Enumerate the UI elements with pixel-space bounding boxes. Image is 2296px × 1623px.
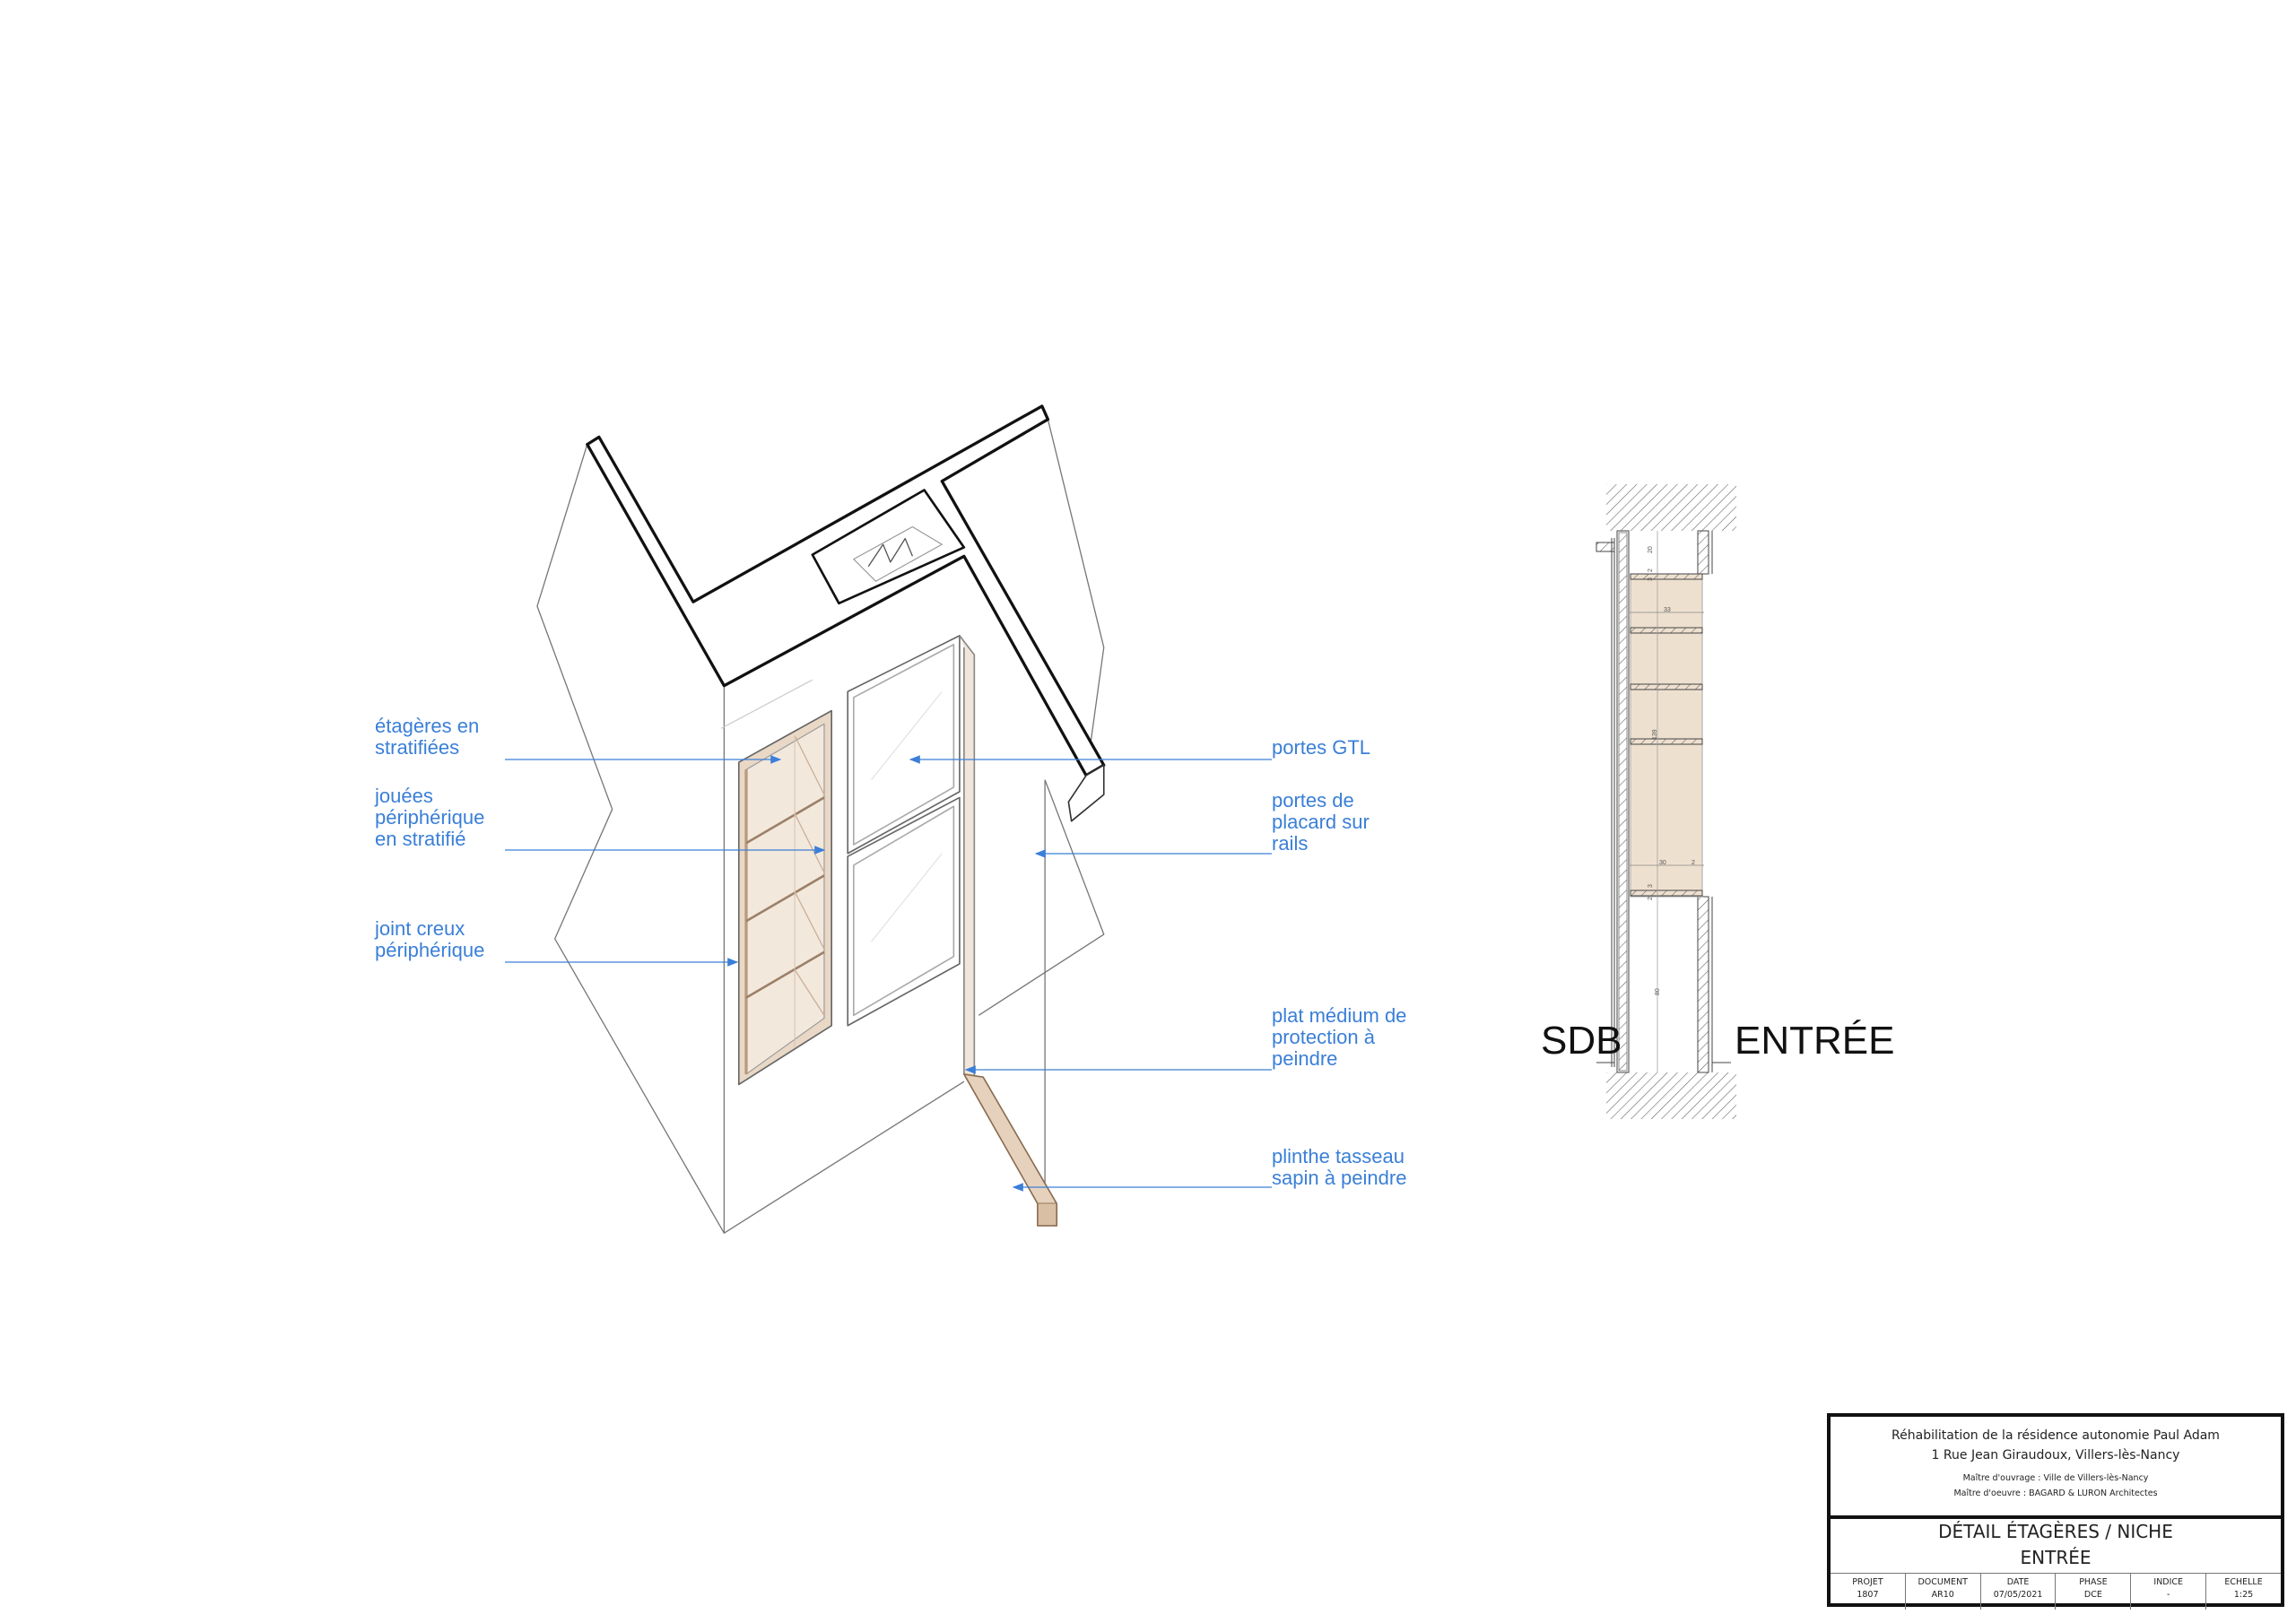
dim: 3 bbox=[1648, 577, 1654, 581]
field-label: DATE bbox=[2006, 1577, 2030, 1587]
annotation-shelves: étagères en stratifiées bbox=[375, 715, 480, 759]
annotation-mdf-protection: plat médium de protection à peindre bbox=[1272, 1004, 1407, 1070]
dim: 30 bbox=[1659, 860, 1666, 866]
field-label: PROJET bbox=[1852, 1577, 1883, 1587]
field-label: ECHELLE bbox=[2224, 1577, 2263, 1587]
dim: 2 bbox=[1648, 897, 1654, 900]
field-value: DCE bbox=[2083, 1590, 2102, 1600]
leader-lines bbox=[505, 755, 1272, 1192]
annotation-side-panels: jouées périphérique en stratifié bbox=[375, 785, 485, 850]
drawing-title: DÉTAIL ÉTAGÈRES / NICHE bbox=[1938, 1521, 2173, 1542]
shelf-niche bbox=[737, 709, 832, 1086]
field-projet: PROJET 1807 bbox=[1831, 1574, 1906, 1610]
field-label: PHASE bbox=[2079, 1577, 2108, 1587]
field-document: DOCUMENT AR10 bbox=[1906, 1574, 1981, 1610]
field-indice: INDICE - bbox=[2131, 1574, 2207, 1610]
closet-door-edge bbox=[959, 635, 1058, 1227]
ceiling-opening bbox=[811, 489, 966, 605]
dim: 2 bbox=[1648, 568, 1654, 572]
dim: 33 bbox=[1664, 607, 1671, 613]
dim: 2 bbox=[1692, 860, 1695, 866]
room-label-sdb: SDB bbox=[1541, 1019, 1622, 1063]
field-phase: PHASE DCE bbox=[2056, 1574, 2132, 1610]
dim: 139 bbox=[1652, 729, 1658, 740]
gtl-doors bbox=[847, 635, 961, 1027]
annotation-baseboard: plinthe tasseau sapin à peindre bbox=[1272, 1145, 1407, 1189]
dim: 20 bbox=[1648, 546, 1654, 553]
annotation-shadow-gap: joint creux périphérique bbox=[375, 917, 485, 961]
field-label: INDICE bbox=[2153, 1577, 2184, 1587]
field-value: AR10 bbox=[1931, 1590, 1954, 1600]
dim: 80 bbox=[1655, 988, 1661, 995]
annotation-closet-doors: portes de placard sur rails bbox=[1272, 789, 1370, 855]
section-dimensions: 20 2 3 33 139 30 2 3 2 80 bbox=[1648, 546, 1695, 995]
field-value: 1:25 bbox=[2233, 1590, 2254, 1600]
wall-outline bbox=[536, 419, 1105, 1234]
architect: Maître d'oeuvre : BAGARD & LURON Archite… bbox=[1953, 1488, 2158, 1498]
annotation-gtl-doors: portes GTL bbox=[1272, 736, 1371, 759]
dim: 3 bbox=[1648, 884, 1654, 888]
title-block: Réhabilitation de la résidence autonomie… bbox=[1827, 1413, 2284, 1610]
project-address: 1 Rue Jean Giraudoux, Villers-lès-Nancy bbox=[1931, 1448, 2180, 1462]
field-value: 07/05/2021 bbox=[1993, 1590, 2043, 1600]
field-echelle: ECHELLE 1:25 bbox=[2206, 1574, 2281, 1610]
field-value: 1807 bbox=[1857, 1590, 1879, 1600]
field-label: DOCUMENT bbox=[1918, 1577, 1968, 1587]
field-value: - bbox=[2167, 1590, 2170, 1600]
owner: Maître d'ouvrage : Ville de Villers-lès-… bbox=[1962, 1473, 2149, 1483]
drawing-subtitle: ENTRÉE bbox=[2020, 1547, 2092, 1568]
section-drawing bbox=[1596, 484, 1736, 1119]
field-date: DATE 07/05/2021 bbox=[1981, 1574, 2057, 1610]
room-label-entree: ENTRÉE bbox=[1735, 1019, 1895, 1063]
project-name: Réhabilitation de la résidence autonomie… bbox=[1892, 1428, 2220, 1443]
